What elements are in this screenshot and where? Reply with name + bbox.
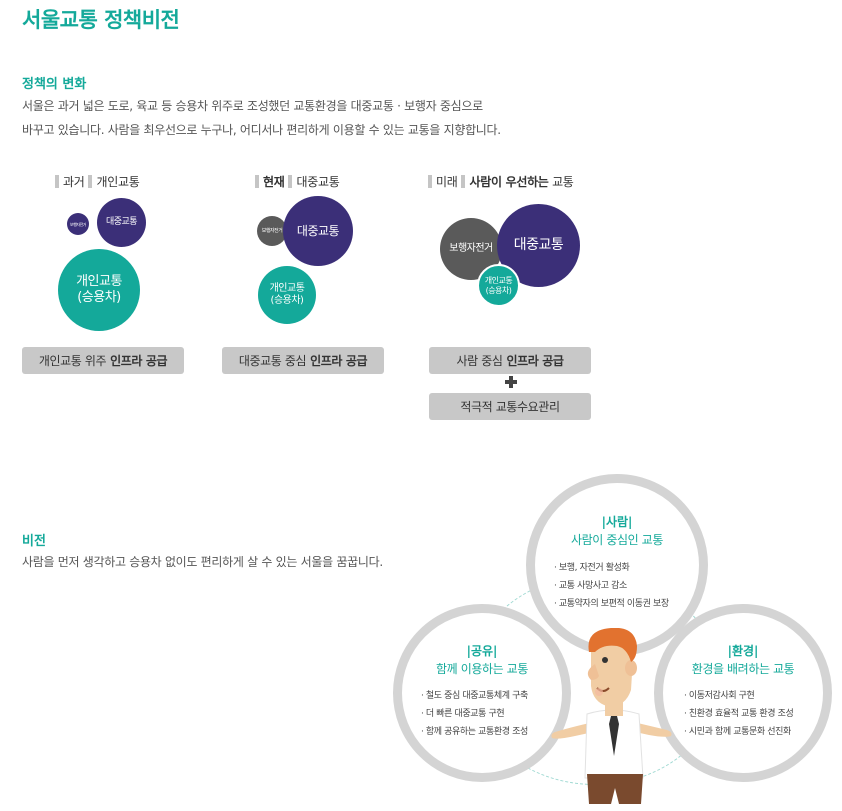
past-car-label: 개인교통 [76,273,122,289]
list-item: 이동저감사회 구현 [684,687,793,705]
plus-icon [505,376,517,388]
list-item: 교통약자의 보편적 이동권 보장 [554,595,669,613]
present-focus: 대중교통 [296,175,340,189]
person-ring-title: |사람| [601,515,633,529]
list-item: 친환경 효율적 교통 환경 조성 [684,705,794,723]
list-item: 보행, 자전거 활성화 [554,559,669,577]
future-era: 미래 [436,175,458,189]
heading-bar [255,175,259,188]
list-item: 함께 공유하는 교통환경 조성 [421,723,528,741]
environment-ring-title: |환경| [727,644,759,658]
heading-bar [428,175,432,188]
person-ring-subtitle: 사람이 중심인 교통 [571,533,663,547]
future-focus-bold: 사람이 우선하는 [469,175,549,189]
heading-bar [461,175,466,188]
past-heading: 과거 개인교통 [55,173,140,190]
future-extra-pill: 적극적 교통수요관리 [429,393,591,420]
future-pill-prefix: 사람 중심 [456,354,503,368]
future-transit-bubble: 대중교통 [497,204,580,287]
past-walk-bike-bubble: 보행자전거 [67,213,89,235]
present-heading: 현재 대중교통 [255,173,340,190]
future-heading: 미래 사람이 우선하는 교통 [428,173,574,190]
share-ring: |공유| 함께 이용하는 교통 철도 중심 대중교통체계 구축 더 빠른 대중교… [393,604,571,782]
list-item: 더 빠른 대중교통 구현 [421,705,528,723]
environment-ring-subtitle: 환경을 배려하는 교통 [691,662,795,676]
cartoon-man-icon [551,628,672,804]
policy-change-line2: 바꾸고 있습니다. 사람을 최우선으로 누구나, 어디서나 편리하게 이용할 수… [22,123,501,137]
list-item: 철도 중심 대중교통체계 구축 [421,687,528,705]
future-car-label: 개인교통 [484,275,513,285]
past-era: 과거 [63,175,85,189]
present-car-sublabel: (승용차) [270,295,304,306]
past-pill-prefix: 개인교통 위주 [38,354,107,368]
list-item: 시민과 함께 교통문화 선진화 [684,723,793,741]
vision-text: 사람을 먼저 생각하고 승용차 없이도 편리하게 살 수 있는 서울을 꿈꿉니다… [22,555,383,569]
list-item: 교통 사망사고 감소 [554,577,669,595]
environment-ring: |환경| 환경을 배려하는 교통 이동저감사회 구현 친환경 효율적 교통 환경… [654,604,832,782]
present-walk-bike-bubble: 보행자전거 [257,216,287,246]
present-transit-bubble: 대중교통 [283,196,353,266]
future-pill-bold: 인프라 공급 [506,354,564,368]
person-ring-list: 보행, 자전거 활성화 교통 사망사고 감소 교통약자의 보편적 이동권 보장 [554,559,669,613]
heading-bar [55,175,59,188]
heading-bar [288,175,293,188]
policy-change-title: 정책의 변화 [22,77,87,92]
future-car-sublabel: (승용차) [485,285,512,295]
future-focus-rest: 교통 [552,175,574,189]
present-pill-prefix: 대중교통 중심 [238,354,307,368]
policy-change-text: 서울은 과거 넓은 도로, 육교 등 승용차 위주로 조성했던 교통환경을 대중… [22,94,501,142]
past-car-bubble: 개인교통(승용차) [58,249,140,331]
share-ring-subtitle: 함께 이용하는 교통 [436,662,528,676]
share-ring-title: |공유| [466,644,498,658]
share-ring-list: 철도 중심 대중교통체계 구축 더 빠른 대중교통 구현 함께 공유하는 교통환… [421,687,528,741]
past-pill-bold: 인프라 공급 [110,354,168,368]
present-car-label: 개인교통 [269,282,305,294]
future-car-bubble: 개인교통(승용차) [477,264,520,307]
past-focus: 개인교통 [96,175,140,189]
present-era: 현재 [263,175,285,189]
past-car-sublabel: (승용차) [77,290,121,305]
policy-change-line1: 서울은 과거 넓은 도로, 육교 등 승용차 위주로 조성했던 교통환경을 대중… [22,99,483,113]
past-transit-bubble: 대중교통 [97,198,146,247]
heading-bar [88,175,93,188]
environment-ring-list: 이동저감사회 구현 친환경 효율적 교통 환경 조성 시민과 함께 교통문화 선… [684,687,794,741]
present-pill-bold: 인프라 공급 [310,354,368,368]
vision-title: 비전 [22,534,46,549]
page-title: 서울교통 정책비전 [22,8,180,32]
present-car-bubble: 개인교통(승용차) [258,266,316,324]
